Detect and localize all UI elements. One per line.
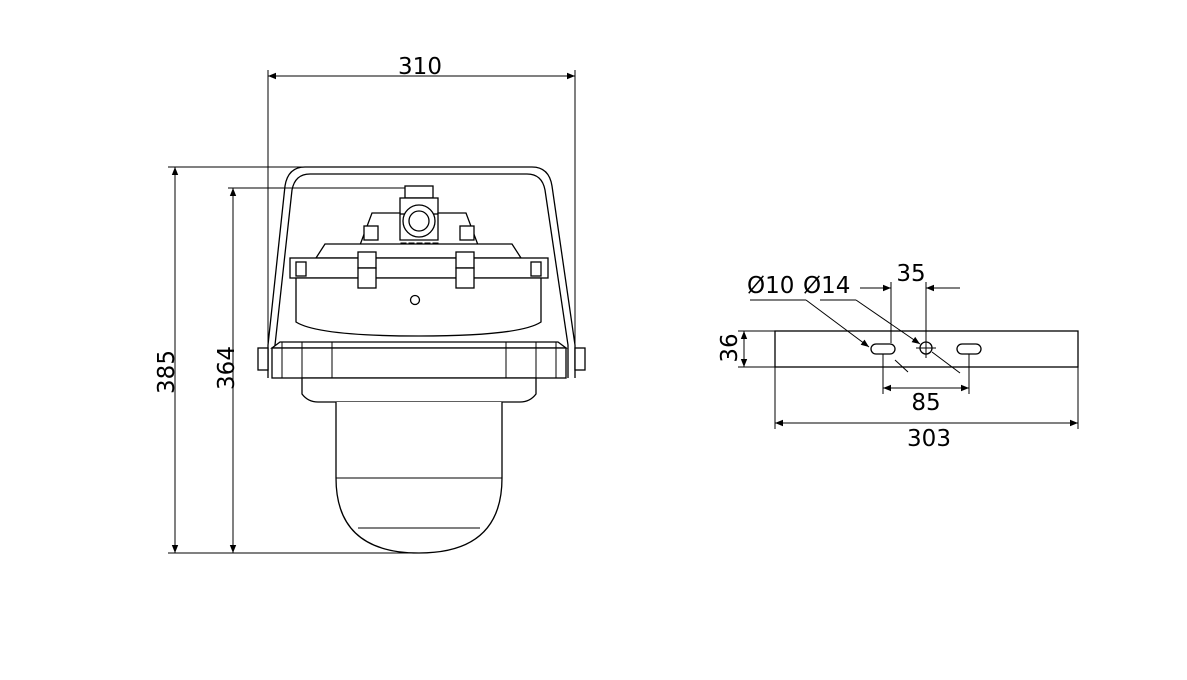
driver-cover	[314, 243, 523, 259]
bracket-pivot-right	[574, 347, 586, 371]
dimension-overall-height-label: 385	[154, 350, 180, 394]
dimension-body-height: 364	[214, 187, 405, 553]
dimension-width-label: 310	[398, 54, 442, 80]
mounting-slot-left	[870, 343, 896, 355]
cable-gland-core	[408, 210, 430, 232]
dimension-slot-diameter: Ø10	[747, 273, 909, 373]
dimension-overall-height: 385	[154, 166, 419, 554]
dimension-thickness: 36	[717, 330, 775, 368]
cable-gland-body	[402, 204, 436, 238]
luminaire-front-view	[257, 166, 586, 554]
dimension-hole-offset-label: 35	[896, 261, 925, 287]
body-flange	[289, 257, 549, 279]
mounting-bracket-outer	[267, 166, 576, 378]
dimension-hole-diameter: Ø14	[803, 273, 961, 374]
heat-sink	[271, 347, 567, 379]
dimension-length-label: 303	[907, 426, 951, 452]
lower-ring	[301, 377, 537, 403]
dimension-slot-spacing-label: 85	[911, 390, 940, 416]
dimension-slot-spacing: 85	[882, 354, 970, 416]
mounting-slot-right	[956, 343, 982, 355]
heat-sink-fins	[281, 342, 557, 378]
body-bosses	[357, 267, 475, 289]
heat-sink-top	[270, 341, 568, 349]
main-body	[295, 277, 542, 337]
body-indicator-hole	[409, 294, 421, 306]
bracket-pivot-left	[257, 347, 269, 371]
dimension-length: 303	[774, 367, 1079, 452]
mounting-bracket-inner	[274, 173, 569, 378]
housing-lug-left	[363, 225, 379, 241]
dimension-body-height-label: 364	[214, 346, 240, 390]
dimension-hole-offset: 35	[860, 261, 960, 343]
housing-lug-right	[459, 225, 475, 241]
dimension-hole-diameter-label: Ø14	[803, 273, 850, 299]
dimension-thickness-label: 36	[717, 333, 743, 362]
dimension-width: 310	[267, 54, 576, 345]
cable-gland-cap	[404, 185, 434, 199]
dimension-slot-diameter-label: Ø10	[747, 273, 794, 299]
